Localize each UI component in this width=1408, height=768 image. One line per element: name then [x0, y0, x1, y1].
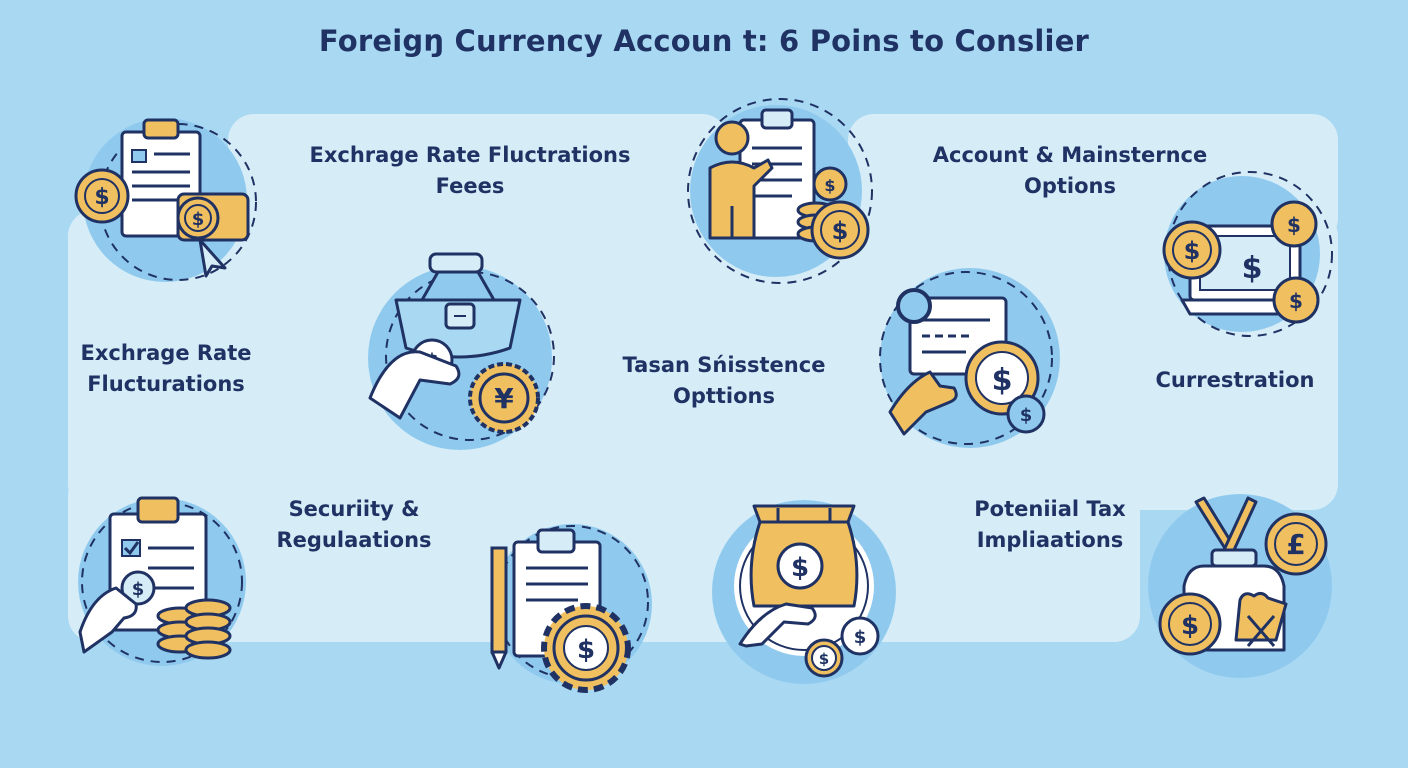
label-line: Feees — [435, 174, 505, 198]
clipboard-pencil-gear-icon: $ — [478, 512, 668, 693]
dollar-symbol: $ — [992, 363, 1013, 398]
dollar-symbol: $ — [819, 650, 829, 668]
document-coins-card-icon: $ $ — [60, 110, 270, 290]
label-top-center: Exchrage Rate Fluctrations Feees — [300, 140, 640, 202]
yen-symbol: ¥ — [494, 382, 514, 415]
label-line: Opttions — [672, 384, 776, 408]
dollar-symbol: $ — [1181, 611, 1199, 641]
dollar-symbol: $ — [1020, 405, 1033, 426]
person-clipboard-coins-icon: $ $ — [676, 96, 876, 286]
dollar-symbol: $ — [94, 185, 109, 210]
label-line: Poteniial Tax — [974, 497, 1126, 521]
label-bottom-right: Poteniial Tax Impliaations — [950, 494, 1150, 556]
dollar-symbol: $ — [791, 553, 809, 583]
label-line: Exchrage Rate — [80, 341, 252, 365]
label-line: Flucturations — [87, 372, 245, 396]
label-line: Options — [1024, 174, 1116, 198]
money-bag-hand-yen-icon: $ ¥ — [360, 248, 560, 450]
dollar-symbol: $ — [132, 579, 145, 600]
checklist-coins-hand-icon: $ — [70, 492, 260, 672]
dollar-symbol: $ — [1184, 237, 1201, 265]
label-line: Exchrage Rate Fluctrations — [309, 143, 631, 167]
label-bottom-left: Securiity & Regulaations — [262, 494, 446, 556]
label-mid-center: Tasan Sńisstence Opttions — [606, 350, 842, 412]
dollar-symbol: $ — [824, 176, 835, 195]
label-line: Securiity & — [288, 497, 420, 521]
dollar-symbol: $ — [577, 635, 595, 665]
label-mid-left: Exchrage Rate Flucturations — [66, 338, 266, 400]
hand-document-coin-icon: $ $ — [870, 262, 1070, 452]
dollar-symbol: $ — [832, 217, 849, 245]
page-title: Foreigŋ Currency Accoun t: 6 Poins to Co… — [318, 24, 1090, 58]
dollar-symbol: $ — [1287, 213, 1301, 237]
label-top-right: Account & Mainsternce Options — [920, 140, 1220, 202]
label-line: Currestration — [1155, 368, 1315, 392]
dollar-symbol: $ — [1242, 251, 1263, 286]
pound-symbol: £ — [1286, 528, 1305, 561]
background-panel-main — [68, 210, 1338, 510]
laptop-coins-icon: $ $ $ $ — [1150, 170, 1340, 340]
label-mid-right: Currestration — [1140, 365, 1330, 396]
label-line: Tasan Sńisstence — [622, 353, 826, 377]
label-line: Regulaations — [276, 528, 432, 552]
dollar-symbol: $ — [1289, 289, 1303, 313]
label-line: Impliaations — [976, 528, 1124, 552]
dollar-symbol: $ — [854, 627, 867, 648]
label-line: Account & Mainsternce — [932, 143, 1208, 167]
trophy-pound-coin-icon: $ £ — [1144, 490, 1344, 680]
money-bag-hand-icon: $ $ $ — [704, 494, 904, 694]
dollar-symbol: $ — [192, 209, 205, 230]
